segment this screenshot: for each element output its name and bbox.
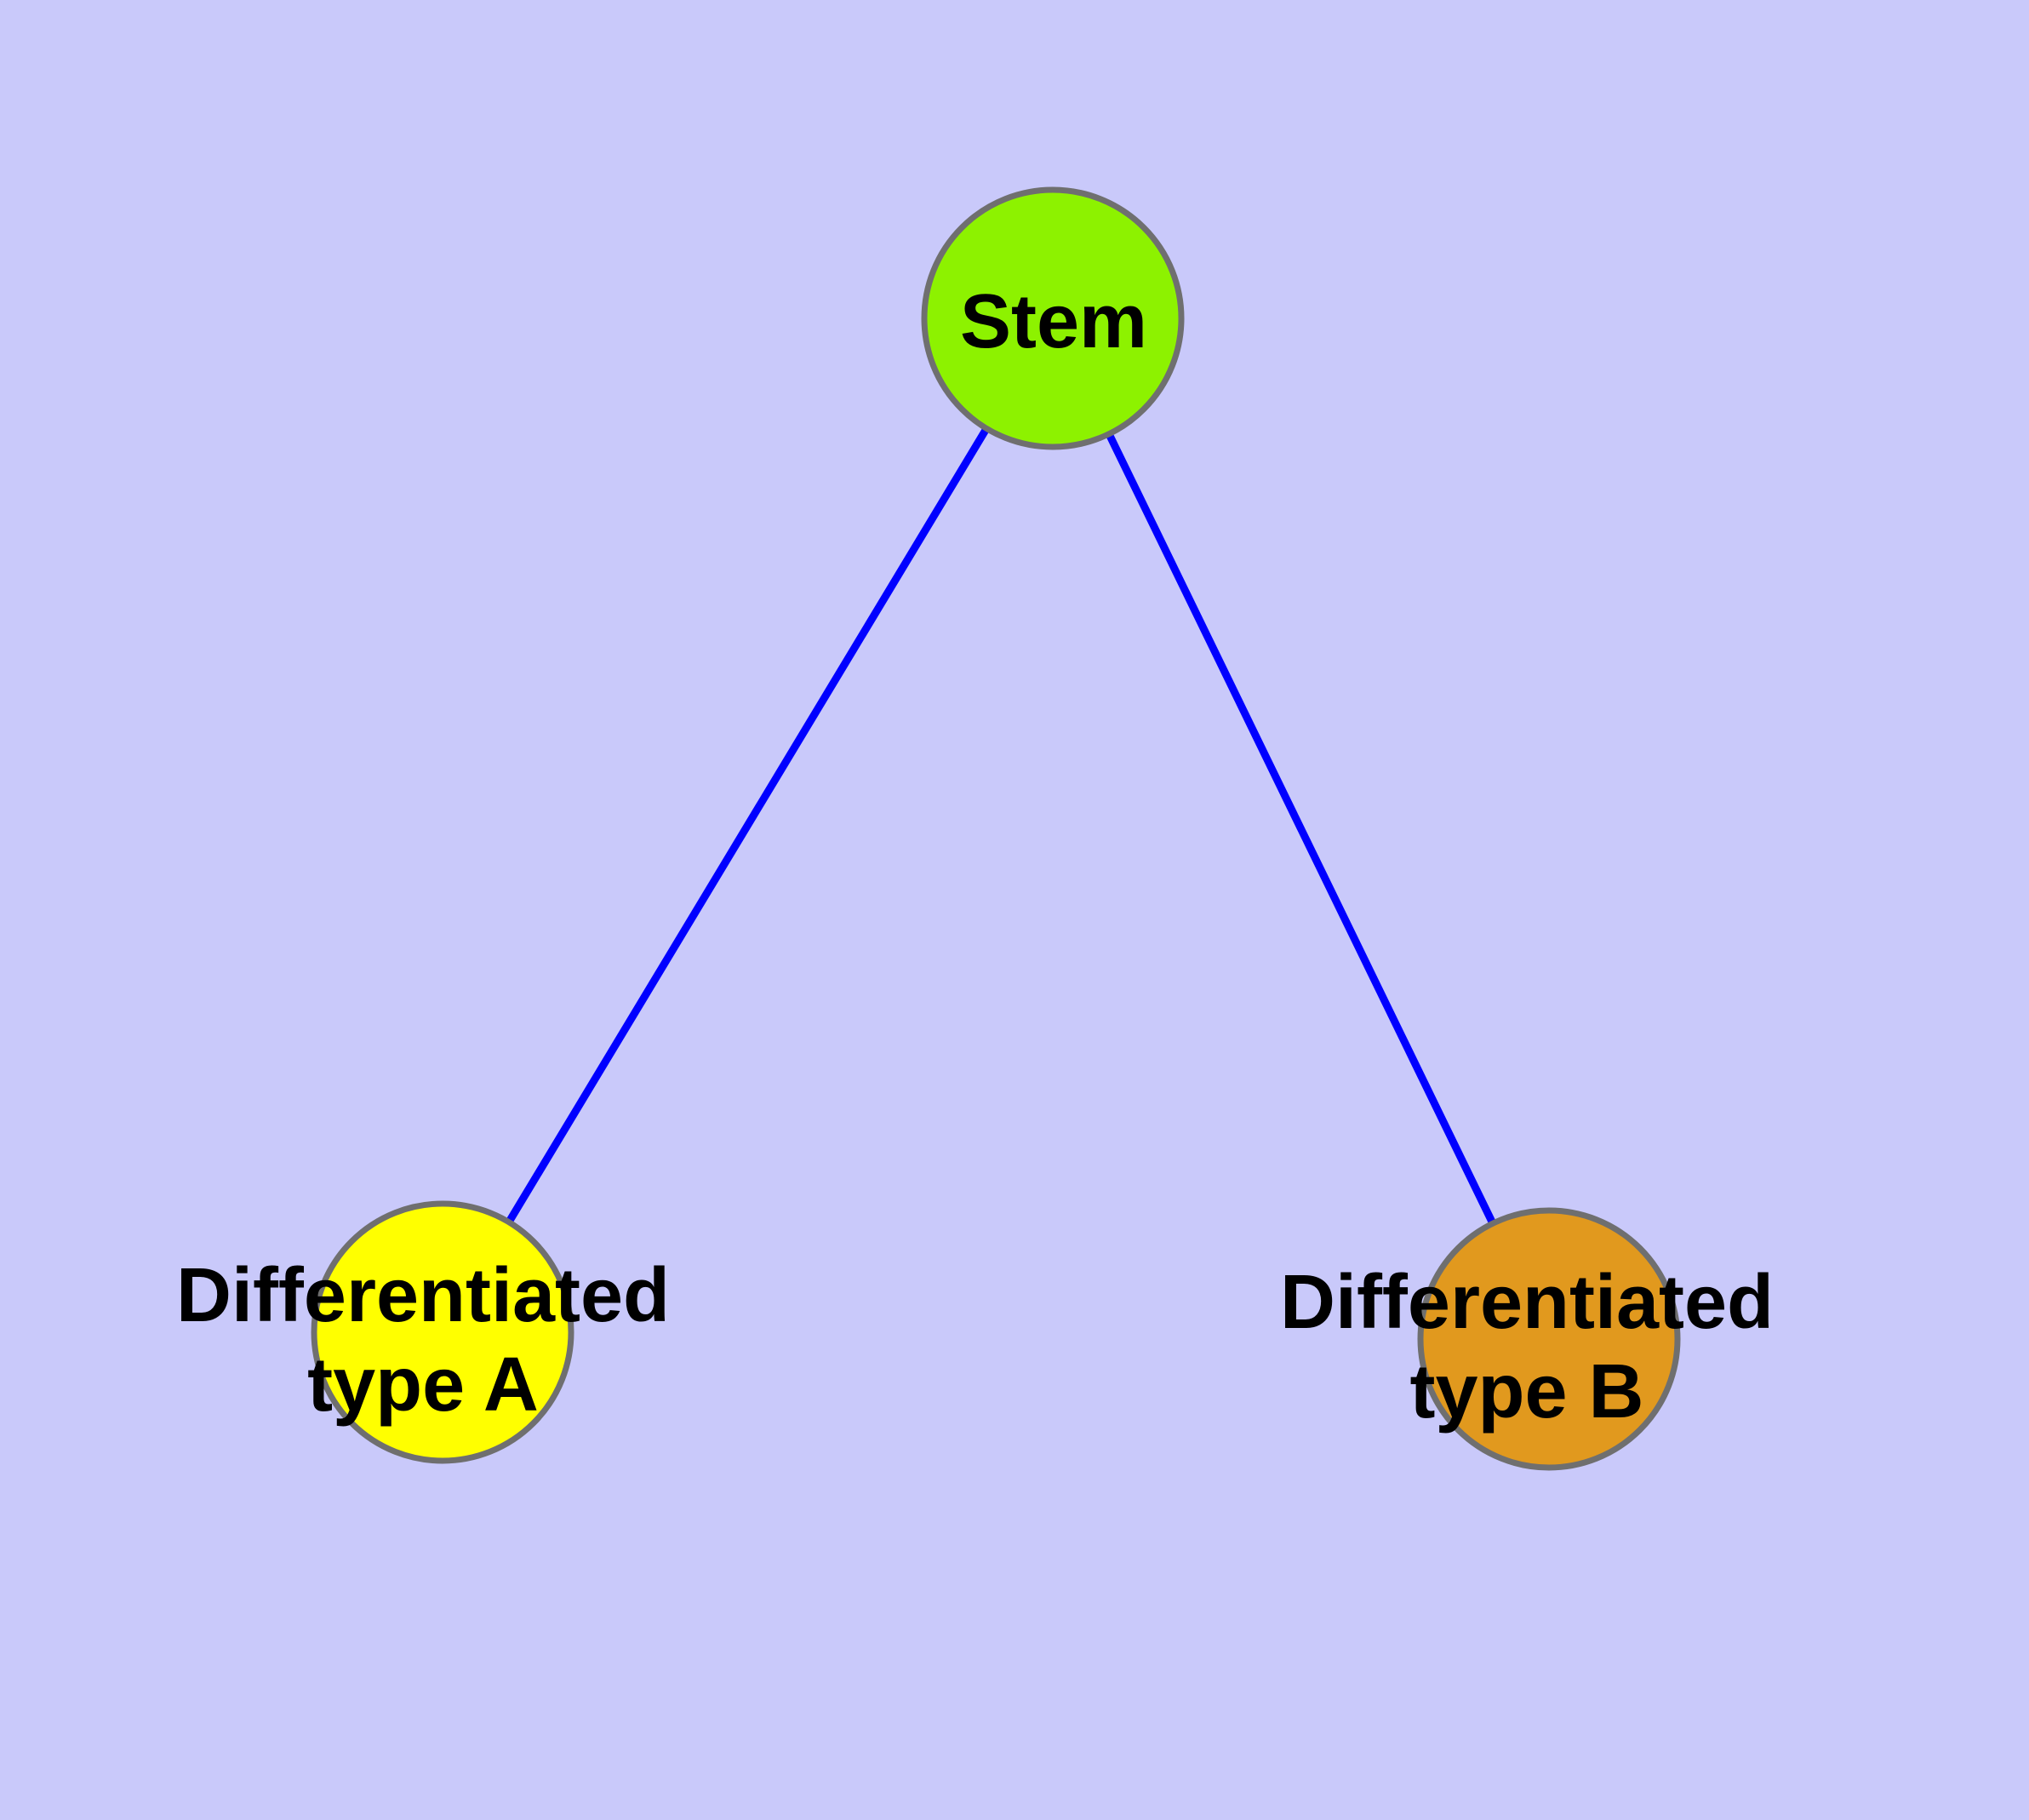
node-label-differentiated-type-b-line1: Differentiated [1280, 1260, 1774, 1345]
node-label-differentiated-type-a-line2: type A [307, 1342, 539, 1428]
node-circle-stem [921, 186, 1185, 450]
edge-stem-to-differentiated-type-b [1049, 314, 1553, 1343]
node-label-stem: Stem [960, 279, 1147, 364]
node-label-differentiated-type-b-line2: type B [1409, 1349, 1643, 1434]
node-label-differentiated-type-a-line1: Differentiated [176, 1253, 670, 1338]
node-circle-differentiated-type-a [311, 1200, 574, 1464]
node-circle-differentiated-type-b [1417, 1207, 1681, 1471]
edge-stem-to-differentiated-type-a [438, 314, 1057, 1336]
